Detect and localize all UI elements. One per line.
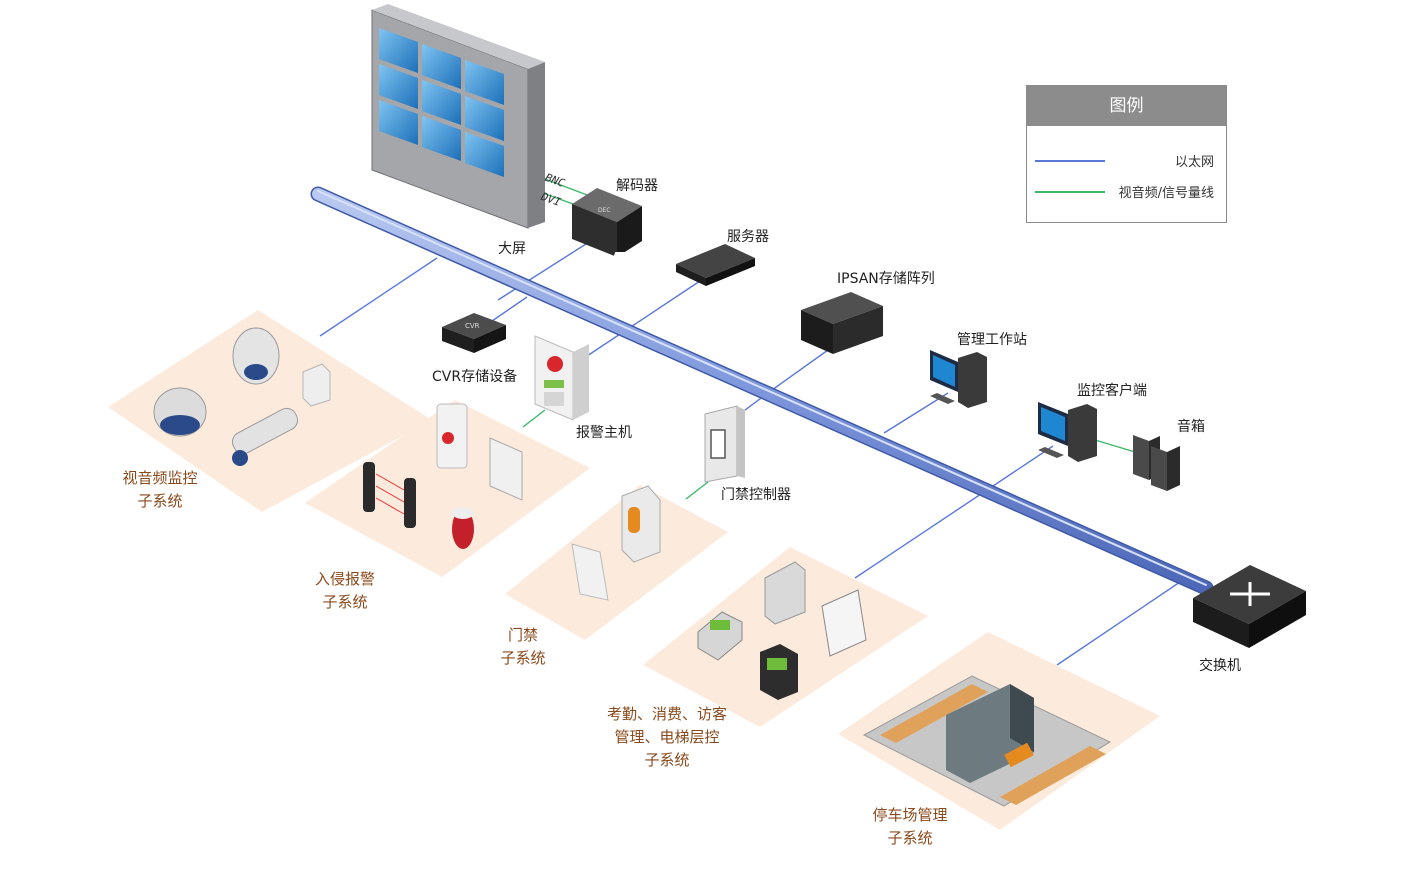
- legend: 图例 以太网 视音频/信号量线: [1026, 85, 1227, 223]
- intrusion-devices: [363, 403, 523, 549]
- legend-ethernet-swatch: [1035, 160, 1105, 162]
- workstation-device: [930, 350, 987, 408]
- subsystem-parking: 停车场管理 子系统: [872, 806, 948, 847]
- legend-title: 图例: [1027, 86, 1226, 126]
- big-screen-label: 大屏: [498, 241, 526, 257]
- legend-ethernet-label: 以太网: [1174, 155, 1214, 170]
- legend-item-av: 视音频/信号量线: [1035, 182, 1214, 202]
- ipsan-label: IPSAN存储阵列: [837, 271, 935, 287]
- svg-text:DEC: DEC: [598, 207, 611, 214]
- subsystem-intrusion: 入侵报警 子系统: [314, 570, 375, 611]
- speaker-device: [1133, 435, 1180, 491]
- eth-link-parking: [1056, 581, 1181, 666]
- legend-item-ethernet: 以太网: [1035, 151, 1214, 171]
- speaker-label: 音箱: [1177, 419, 1205, 435]
- subsystem-av-monitor: 视音频监控 子系统: [122, 469, 198, 510]
- door-controller-device: [704, 405, 745, 483]
- cameras: [153, 327, 331, 466]
- access-devices: [571, 485, 661, 601]
- zone-access: [505, 485, 728, 640]
- subsystem-access: 门禁 子系统: [500, 626, 546, 667]
- video-wall-panels: [379, 28, 504, 177]
- cvr-mark: CVR: [465, 322, 480, 330]
- switch-device: [1193, 565, 1306, 648]
- switch-label: 交换机: [1199, 658, 1241, 674]
- video-wall: [371, 4, 545, 229]
- door-link: [685, 481, 709, 500]
- workstation-label: 管理工作站: [957, 332, 1027, 348]
- cvr-device: CVR: [442, 313, 506, 353]
- speaker-link: [1094, 439, 1136, 453]
- eth-link-av: [319, 257, 438, 337]
- zone-intrusion: [305, 400, 590, 577]
- eth-link-server: [577, 280, 701, 363]
- eth-link-decoder: [497, 243, 587, 301]
- subsystem-attendance: 考勤、消费、访客 管理、电梯层控 子系统: [606, 705, 727, 769]
- alarm-host-label: 报警主机: [576, 425, 632, 441]
- monitor-client-device: [1038, 402, 1097, 462]
- legend-av-label: 视音频/信号量线: [1118, 186, 1214, 201]
- eth-link-client: [854, 445, 1054, 579]
- door-controller-label: 门禁控制器: [721, 487, 791, 503]
- ipsan-device: [801, 292, 883, 354]
- eth-link-cvr: [491, 296, 528, 322]
- eth-link-ipsan: [771, 344, 836, 391]
- decoder-device: DEC: [572, 188, 642, 257]
- attendance-devices: [697, 561, 867, 700]
- parking-devices: [862, 675, 1112, 807]
- legend-av-swatch: [1035, 191, 1105, 193]
- monitor-client-label: 监控客户端: [1077, 383, 1147, 399]
- server-device: [610, 244, 755, 286]
- alarm-host-device: [534, 335, 589, 421]
- alarm-link: [522, 409, 546, 428]
- eth-link-workstation: [883, 392, 949, 434]
- server-label: 服务器: [727, 229, 769, 245]
- cvr-label: CVR存储设备: [432, 369, 518, 385]
- ethernet-links: [319, 243, 1181, 666]
- ethernet-bus: [310, 186, 1214, 596]
- switch-arrows-icon: [1230, 582, 1270, 606]
- decoder-label: 解码器: [616, 178, 658, 194]
- zone-av-monitor: [108, 310, 432, 512]
